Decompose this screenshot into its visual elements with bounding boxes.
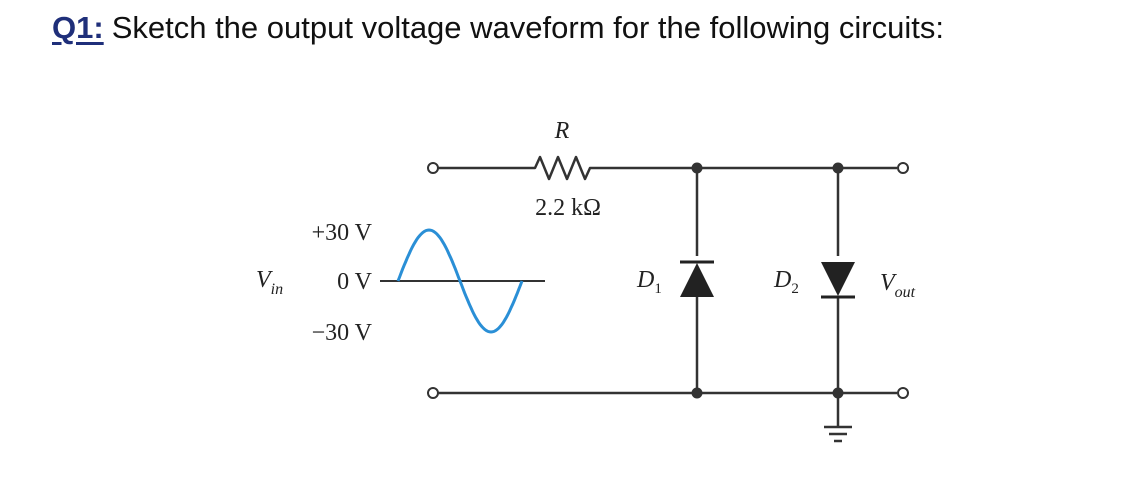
question-number: Q1: xyxy=(52,10,104,45)
question-text: Sketch the output voltage waveform for t… xyxy=(111,10,944,45)
vout-label: Vout xyxy=(880,270,916,301)
d2-label: D2 xyxy=(773,267,799,297)
input-sine-waveform xyxy=(396,228,524,334)
output-terminal-bottom xyxy=(897,387,909,399)
diode-d1-symbol xyxy=(680,260,714,297)
input-terminal-top xyxy=(427,162,439,174)
level-positive: +30 V xyxy=(312,220,373,246)
question-heading: Q1:Sketch the output voltage waveform fo… xyxy=(52,10,944,46)
input-terminal-bottom xyxy=(427,387,439,399)
diode-d2-symbol xyxy=(821,262,855,299)
d1-label: D1 xyxy=(636,267,662,297)
junction-dot xyxy=(691,162,703,174)
junction-dot xyxy=(691,387,703,399)
resistor-value: 2.2 kΩ xyxy=(535,195,601,221)
level-negative: −30 V xyxy=(312,320,373,346)
ground-icon xyxy=(824,425,852,443)
circuit-wires xyxy=(437,166,897,427)
resistor-symbol xyxy=(528,155,600,181)
junction-dot xyxy=(832,162,844,174)
junction-dot xyxy=(832,387,844,399)
output-terminal-top xyxy=(897,162,909,174)
level-zero: 0 V xyxy=(337,269,373,295)
resistor-name: R xyxy=(554,118,570,144)
vin-label: Vin xyxy=(256,267,283,298)
